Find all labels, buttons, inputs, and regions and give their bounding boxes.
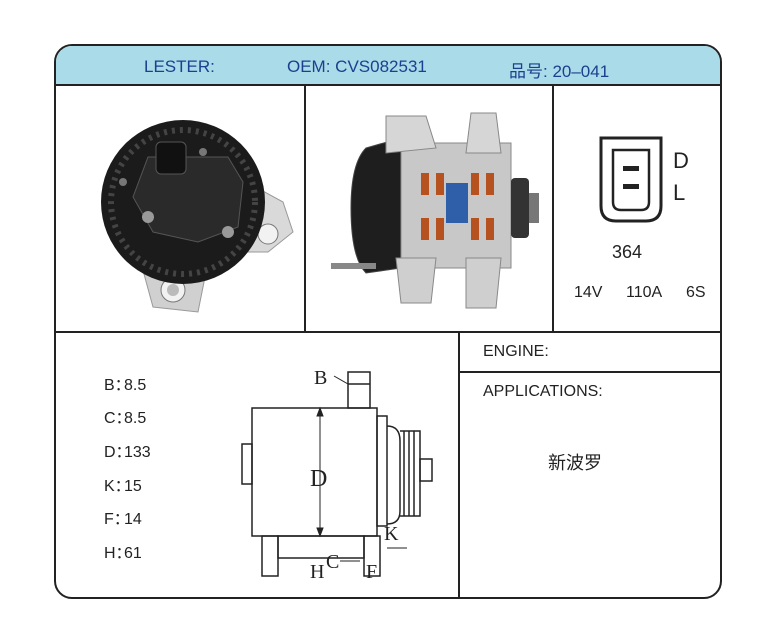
divider	[552, 86, 554, 332]
applications-label: APPLICATIONS:	[483, 383, 603, 400]
connector-pin-bottom: L	[673, 180, 685, 205]
spec-label: H：	[104, 545, 132, 562]
spec-label: D：	[104, 444, 132, 461]
spec-row: F：14	[104, 505, 142, 529]
spec-value: 8.5	[124, 377, 147, 394]
oem-number: OEM: CVS082531	[287, 57, 427, 76]
part-number: 品号: 20–041	[509, 62, 610, 81]
spec-row: K：15	[104, 472, 142, 496]
alternator-rear-photo	[101, 120, 294, 313]
spec-row: H：61	[104, 539, 142, 563]
header-bar: LESTER: OEM: CVS082531 品号: 20–041	[56, 46, 720, 86]
application-value: 新波罗	[548, 453, 602, 473]
voltage: 14V	[574, 284, 603, 301]
spec-row: C：8.5	[104, 404, 146, 428]
spec-label: B：	[104, 377, 131, 394]
dim-label-k: K	[384, 523, 399, 545]
dim-label-h: H	[310, 561, 324, 581]
divider	[56, 331, 720, 333]
dim-label-d: D	[310, 466, 327, 492]
dim-label-b: B	[314, 367, 327, 389]
spec-value: 133	[124, 444, 151, 461]
dim-label-f: F	[366, 561, 377, 581]
connector-code: 364	[612, 242, 643, 262]
spec-row: B：8.5	[104, 371, 146, 395]
amperage: 110A	[626, 284, 663, 301]
brand-label: LESTER:	[144, 57, 215, 76]
connector-icon: D L	[599, 136, 689, 223]
spec-value: 15	[124, 478, 142, 495]
divider	[458, 331, 460, 597]
alternator-side-photo	[331, 112, 539, 309]
dimension-drawing: B D C K H F	[241, 367, 433, 581]
connector-pin-top: D	[673, 148, 689, 173]
spec-label: F：	[104, 511, 130, 528]
divider	[458, 371, 720, 373]
spec-row: D：133	[104, 438, 151, 462]
dim-label-c: C	[326, 551, 339, 573]
pulley-grooves: 6S	[686, 284, 706, 301]
spec-label: K：	[104, 478, 131, 495]
spec-value: 8.5	[124, 410, 147, 427]
product-card: LESTER: OEM: CVS082531 品号: 20–041	[54, 44, 722, 599]
divider	[304, 86, 306, 332]
spec-value: 14	[124, 511, 142, 528]
spec-value: 61	[124, 545, 142, 562]
spec-label: C：	[104, 410, 132, 427]
engine-label: ENGINE:	[483, 343, 549, 360]
